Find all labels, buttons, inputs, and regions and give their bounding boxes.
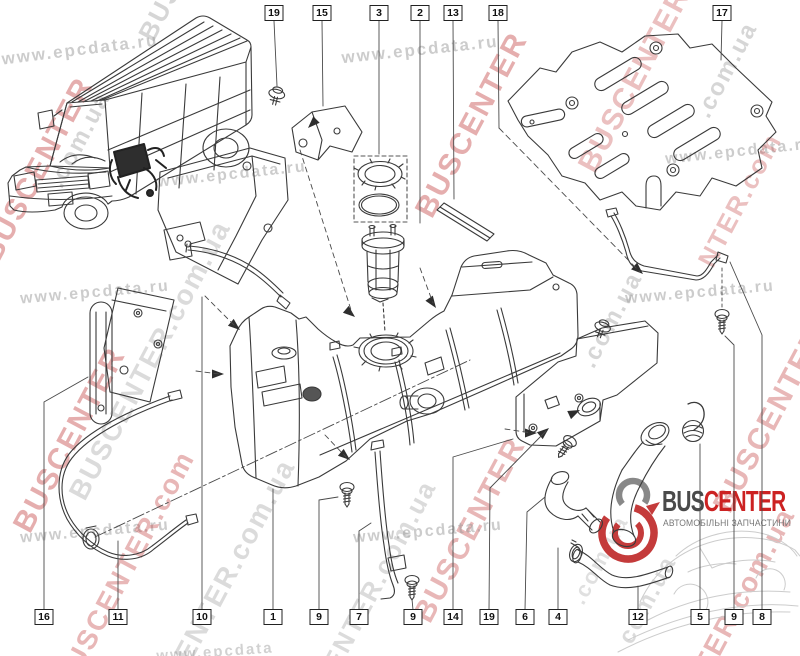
callout-8[interactable]: 8 <box>752 609 772 625</box>
buscenter-logo-text: BUSCENTER <box>662 486 786 519</box>
callout-5[interactable]: 5 <box>690 609 710 625</box>
callout-12[interactable]: 12 <box>628 609 648 625</box>
callout-9[interactable]: 9 <box>724 609 744 625</box>
callout-2[interactable]: 2 <box>410 5 430 21</box>
foam-strip <box>436 202 495 242</box>
buscenter-logo-tagline: АВТОМОБІЛЬНІ ЗАПЧАСТИНИ <box>663 518 792 529</box>
callout-13[interactable]: 13 <box>443 5 463 21</box>
alignment-dashed-lines <box>94 149 723 538</box>
callout-19[interactable]: 19 <box>479 609 499 625</box>
tank-strap <box>370 439 407 600</box>
callout-15[interactable]: 15 <box>312 5 332 21</box>
callout-9[interactable]: 9 <box>309 609 329 625</box>
filler-hose-elbow <box>544 471 603 534</box>
filler-vent-hose <box>58 389 199 560</box>
filler-grommet <box>577 397 601 417</box>
skid-plate <box>507 33 777 211</box>
callout-16[interactable]: 16 <box>34 609 54 625</box>
callout-14[interactable]: 14 <box>443 609 463 625</box>
small-bracket <box>163 221 206 261</box>
van-illustration <box>7 15 253 230</box>
callout-11[interactable]: 11 <box>108 609 128 625</box>
logo-text-bus: BUS <box>662 486 705 518</box>
pump-lock-ring-and-seal <box>353 155 408 223</box>
callout-19[interactable]: 19 <box>264 5 284 21</box>
logo-text-center: CENTER <box>703 486 786 518</box>
fuel-pump-module <box>361 223 405 333</box>
callout-17[interactable]: 17 <box>712 5 732 21</box>
leader-lines <box>43 20 763 611</box>
callout-7[interactable]: 7 <box>349 609 369 625</box>
buscenter-logo-mark-icon <box>598 477 660 563</box>
callout-3[interactable]: 3 <box>369 5 389 21</box>
fuel-line-rod <box>605 207 729 281</box>
callout-1[interactable]: 1 <box>263 609 283 625</box>
fuel-tank <box>229 249 579 489</box>
filler-neck-assembly <box>572 421 674 589</box>
buscenter-logo: BUSCENTER АВТОМОБІЛЬНІ ЗАПЧАСТИНИ <box>590 468 800 578</box>
van-fuel-system-highlight <box>108 143 167 199</box>
callout-4[interactable]: 4 <box>548 609 568 625</box>
callout-18[interactable]: 18 <box>488 5 508 21</box>
vent-hose-top <box>185 243 291 310</box>
mounting-bracket-plate <box>89 287 175 425</box>
callout-6[interactable]: 6 <box>515 609 535 625</box>
filler-cap <box>681 401 705 443</box>
callout-10[interactable]: 10 <box>192 609 212 625</box>
callout-9[interactable]: 9 <box>403 609 423 625</box>
